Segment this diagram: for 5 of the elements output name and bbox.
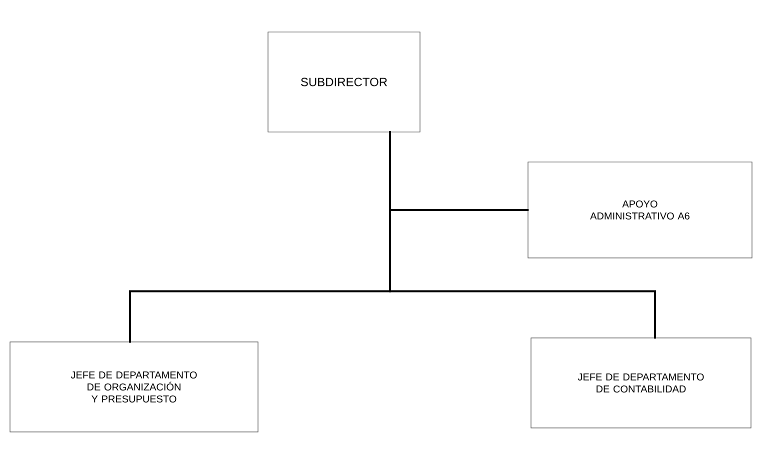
org-box: SUBDIRECTOR bbox=[268, 32, 420, 132]
org-box: JEFE DE DEPARTAMENTO DE ORGANIZACIÓN Y PRESUPUESTO bbox=[10, 342, 258, 432]
connector-line bbox=[389, 131, 656, 339]
org-box: JEFE DE DEPARTAMENTO DE CONTABILIDAD bbox=[530, 338, 752, 428]
org-box: APOYO ADMINISTRATIVO A6 bbox=[528, 162, 752, 258]
